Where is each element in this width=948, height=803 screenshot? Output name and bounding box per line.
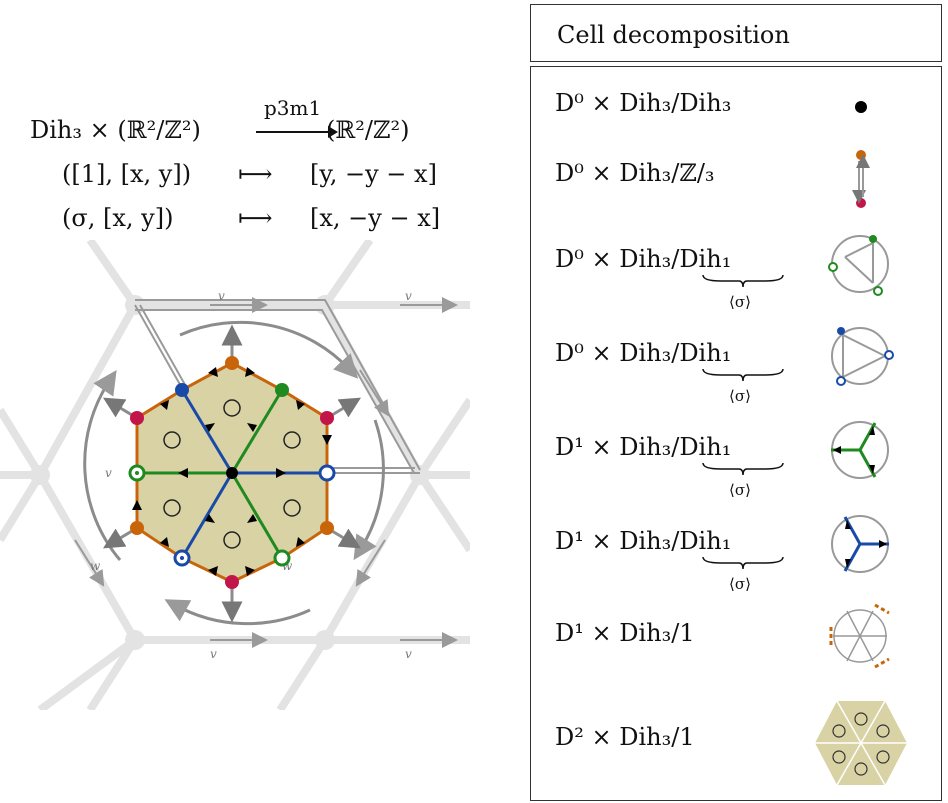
blue-vertices-icon <box>831 327 894 386</box>
brace-subscript: ⟨σ⟩ <box>729 293 751 311</box>
edge-label-w: w <box>282 559 293 573</box>
blue-edges-icon <box>831 515 889 573</box>
underbrace-icon <box>702 274 784 288</box>
row-label: D¹ × Dih₃/1 <box>555 619 695 647</box>
brace-subscript: ⟨σ⟩ <box>729 387 751 405</box>
header-box: Cell decomposition <box>530 4 942 62</box>
formula-codomain: (ℝ²/ℤ²) <box>326 116 410 144</box>
green-vertices-icon <box>828 235 889 296</box>
black-vertex-icon <box>855 101 867 113</box>
underbrace-icon <box>702 462 784 476</box>
green-edges-icon <box>831 421 889 479</box>
row-label: D⁰ × Dih₃/Dih₁ <box>555 245 732 273</box>
formula-case1-input: ([1], [x, y]) <box>62 160 192 188</box>
orange-crimson-pair-icon <box>852 150 870 208</box>
row-label: D⁰ × Dih₃/ℤ/₃ <box>555 159 715 187</box>
edge-label-w: w <box>90 559 101 573</box>
row-label: D¹ × Dih₃/Dih₁ <box>555 527 732 555</box>
cell-decomposition-panel: D⁰ × Dih₃/Dih₃ D⁰ × Dih₃/ℤ/₃ D⁰ × Dih₃/D… <box>530 66 942 801</box>
underbrace-icon <box>702 556 784 570</box>
formula-case1-output: [y, −y − x] <box>310 160 437 188</box>
row-label: D² × Dih₃/1 <box>555 723 695 751</box>
cell-orientation-icons <box>163 399 301 549</box>
brace-subscript: ⟨σ⟩ <box>729 575 751 593</box>
lattice-lines <box>0 240 470 710</box>
brace-subscript: ⟨σ⟩ <box>729 481 751 499</box>
mapsto-icon: ⟼ <box>238 160 273 188</box>
mapsto-icon: ⟼ <box>238 204 273 232</box>
edge-label-v: v <box>210 647 217 661</box>
orange-edges-icon <box>829 603 890 669</box>
row-label: D⁰ × Dih₃/Dih₁ <box>555 339 732 367</box>
arrow-label: p3m1 <box>264 96 322 120</box>
vertices <box>128 356 336 589</box>
spokes <box>137 389 327 559</box>
arrow-icon <box>256 126 338 138</box>
edge-label-v: v <box>405 647 412 661</box>
edge-label-v: v <box>405 289 412 303</box>
hexagon-cell-icon <box>815 700 907 786</box>
edge-label-v: v <box>218 289 225 303</box>
header-title: Cell decomposition <box>557 21 790 49</box>
black-arrow-heads <box>132 367 332 576</box>
formula-case2-input: (σ, [x, y]) <box>62 204 174 232</box>
underbrace-icon <box>702 368 784 382</box>
row-label: D⁰ × Dih₃/Dih₃ <box>555 89 732 117</box>
lattice-diagram: v v v v v w w <box>0 240 470 710</box>
formula-domain: Dih₃ × (ℝ²/ℤ²) <box>30 116 201 144</box>
edge-label-v: v <box>105 466 112 480</box>
formula-case2-output: [x, −y − x] <box>310 204 441 232</box>
edge-labels: v v v v v w w <box>90 289 412 661</box>
row-label: D¹ × Dih₃/Dih₁ <box>555 433 732 461</box>
